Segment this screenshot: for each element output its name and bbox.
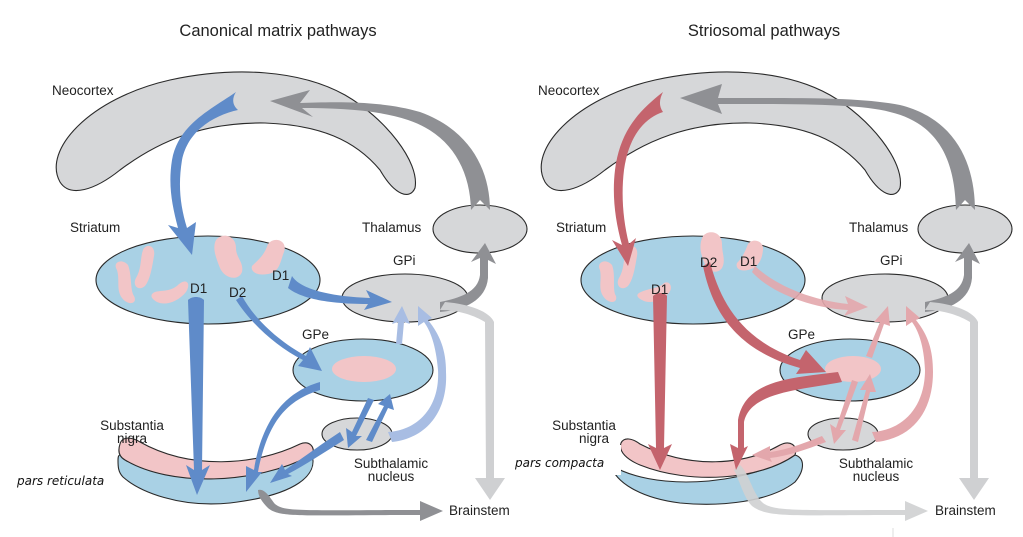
gpi-label: GPi <box>393 253 416 268</box>
subthalamic-nucleus-region <box>807 417 879 451</box>
pars-reticulata-label: pars reticulata <box>16 474 104 488</box>
striatum-label: Striatum <box>70 220 120 235</box>
substantia-nigra-label-line1: Substantia <box>552 418 616 433</box>
stn-to-gpe-arrow <box>852 374 876 442</box>
brainstem-label: Brainstem <box>935 503 996 518</box>
stn-to-snc-arrow <box>752 436 826 462</box>
d2-to-gpe-arrow <box>703 262 826 374</box>
striatum-label: Striatum <box>556 220 606 235</box>
substantia-nigra-label-line1: Substantia <box>100 418 164 433</box>
striosome-patch <box>251 239 285 275</box>
gpi-to-brainstem-arrow <box>925 302 989 500</box>
panel-title: Striosomal pathways <box>688 22 840 40</box>
gpe-label: GPe <box>302 327 329 342</box>
gpe-to-gpi-arrow <box>392 306 410 344</box>
d1-direct-label: D1 <box>651 282 668 297</box>
d2-label: D2 <box>229 285 246 300</box>
striosome-patches <box>599 232 764 302</box>
brainstem-label: Brainstem <box>449 503 510 518</box>
thalamocortical-arrow <box>680 84 975 210</box>
striosome-patch <box>151 281 189 304</box>
d1-gpi-label: D1 <box>272 268 289 283</box>
thalamus-region <box>917 204 1013 254</box>
stn-to-snr-arrow <box>270 432 344 483</box>
panel-title: Canonical matrix pathways <box>179 22 376 40</box>
pars-compacta-label: pars compacta <box>514 456 604 470</box>
panel-striosomal: Striosomal pathways <box>500 22 1013 537</box>
panel-canonical: Canonical matrix pathways <box>16 22 528 521</box>
striosome-patch <box>134 245 155 289</box>
gpi-label: GPi <box>880 253 903 268</box>
striosome-patch <box>115 261 135 304</box>
subthalamic-label-line1: Subthalamic <box>839 456 914 471</box>
gpe-striosome-patch <box>332 356 396 382</box>
d2-label: D2 <box>700 255 717 270</box>
d1-to-gpi-arrow <box>752 266 868 316</box>
gpe-label: GPe <box>788 327 815 342</box>
thalamus-region <box>432 204 528 254</box>
substantia-nigra-label-line2: nigra <box>117 431 148 446</box>
subthalamic-label-line1: Subthalamic <box>354 456 429 471</box>
snr-to-brainstem-arrow <box>258 489 443 521</box>
substantia-nigra-label-line2: nigra <box>579 431 610 446</box>
substantia-nigra-compacta <box>118 437 314 480</box>
corticostriatal-arrow <box>168 92 238 255</box>
neocortex-label: Neocortex <box>538 83 600 98</box>
substantia-nigra-compacta <box>619 438 797 478</box>
gpe-to-gpi-arrow <box>866 306 890 358</box>
subthalamic-label-line2: nucleus <box>368 469 415 484</box>
gpe-to-snr-arrow <box>246 382 320 492</box>
corticostriatal-arrow <box>612 92 663 266</box>
gpi-to-brainstem-arrow <box>440 302 505 500</box>
d1-gpi-label: D1 <box>740 254 757 269</box>
label-mask <box>500 445 621 475</box>
gpi-to-thalamus-arrow <box>440 243 496 312</box>
stn-to-gpi-arrow <box>872 306 933 442</box>
stn-to-gpi-arrow <box>388 306 447 442</box>
gpe-to-snc-arrow <box>730 372 842 470</box>
gpe-to-stn-arrow <box>346 398 374 448</box>
striosome-patch <box>736 240 764 271</box>
gpi-to-thalamus-arrow <box>925 243 980 312</box>
striosome-patches <box>115 235 285 304</box>
subthalamic-label-line2: nucleus <box>853 469 900 484</box>
striosome-patch <box>700 232 724 272</box>
d1-to-snc-arrow <box>648 293 672 470</box>
striosome-patch <box>214 235 243 278</box>
striosome-patch <box>599 261 617 302</box>
d1-direct-label: D1 <box>190 281 207 296</box>
d1-direct-pathway-arrow <box>186 297 210 495</box>
stn-to-gpe-arrow <box>366 394 394 442</box>
thalamus-label: Thalamus <box>362 220 422 235</box>
sn-to-brainstem-arrow <box>734 465 928 521</box>
d2-to-gpe-arrow <box>236 296 322 371</box>
thalamus-label: Thalamus <box>849 220 909 235</box>
gpe-to-stn-arrow <box>830 380 858 444</box>
striosome-patch <box>617 245 638 289</box>
d1-to-gpi-arrow <box>288 276 392 310</box>
neocortex-label: Neocortex <box>52 83 114 98</box>
thalamocortical-arrow <box>270 90 490 210</box>
